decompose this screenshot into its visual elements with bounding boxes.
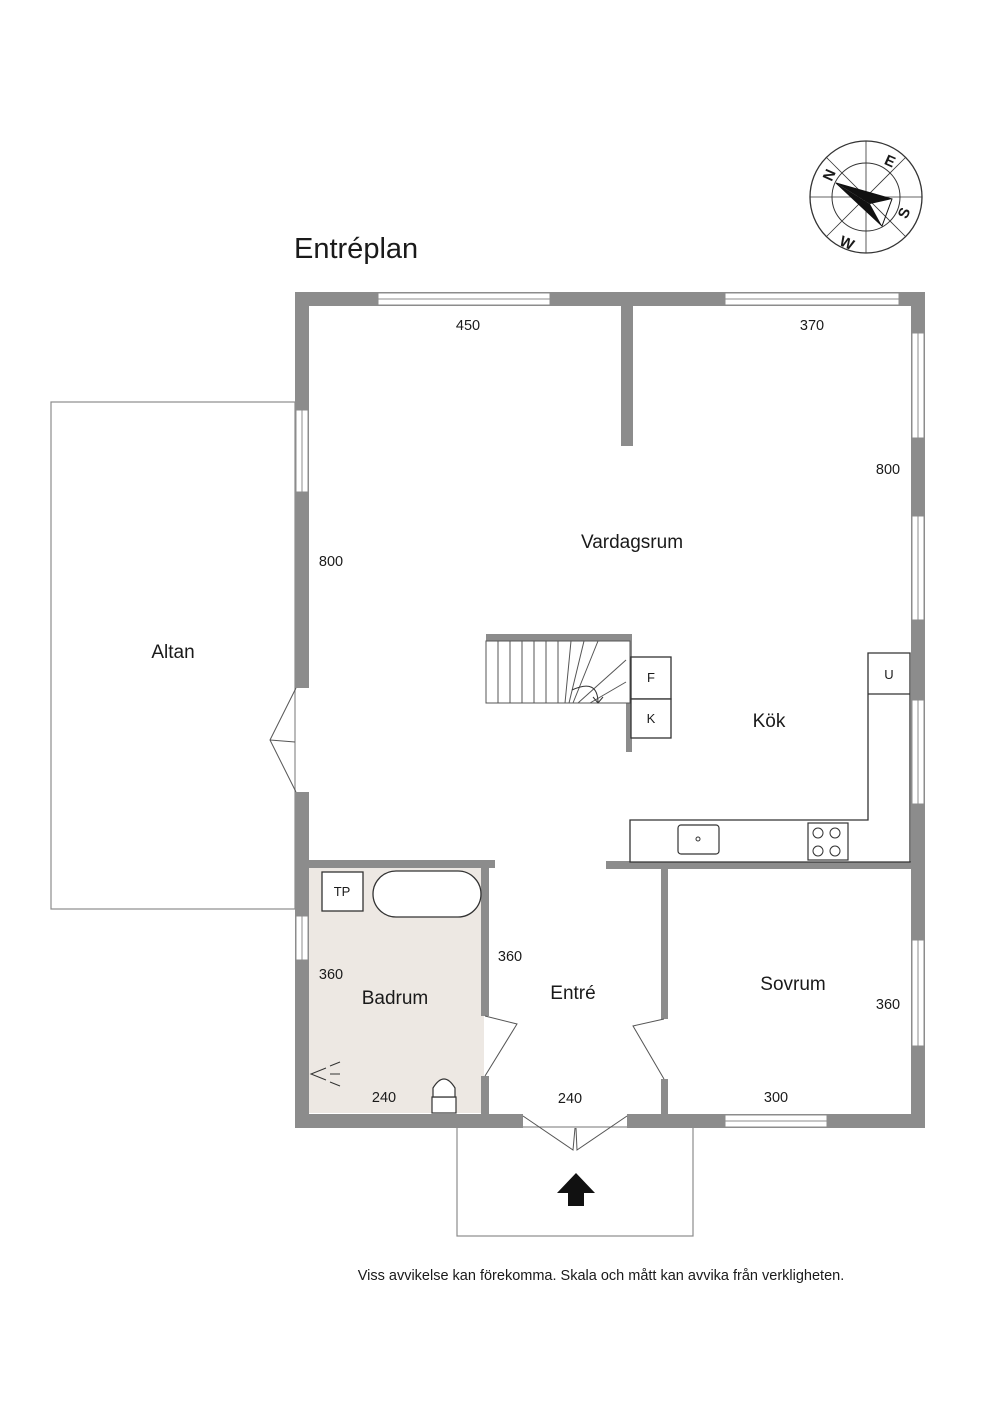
room-sovrum: Sovrum xyxy=(760,974,825,995)
fridge-label: F xyxy=(647,670,655,685)
dim-entre-side: 360 xyxy=(498,949,522,965)
room-vardagsrum: Vardagsrum xyxy=(581,532,683,553)
doors xyxy=(269,687,665,1151)
staircase xyxy=(485,634,631,704)
plan-title: Entréplan xyxy=(294,233,418,265)
dim-sovrum-bottom: 300 xyxy=(764,1090,788,1106)
freezer-label: K xyxy=(647,711,656,726)
shower-icon xyxy=(309,1061,341,1087)
compass-icon: N E S W xyxy=(809,140,923,254)
washer xyxy=(321,871,364,912)
sink-icon xyxy=(677,824,720,855)
dim-left-main: 800 xyxy=(319,554,343,570)
room-badrum: Badrum xyxy=(362,988,429,1009)
dim-badrum-side: 360 xyxy=(319,967,343,983)
windows xyxy=(295,292,925,1128)
disclaimer: Viss avvikelse kan förekomma. Skala och … xyxy=(358,1268,845,1284)
oven-label: U xyxy=(884,667,893,682)
room-altan: Altan xyxy=(151,642,194,663)
room-kok: Kök xyxy=(753,711,786,732)
stove-icon xyxy=(807,822,849,861)
interior-walls xyxy=(309,306,911,1116)
dim-entre-bottom: 240 xyxy=(558,1091,582,1107)
entrance-landing xyxy=(456,1126,694,1237)
dim-badrum-bottom: 240 xyxy=(372,1090,396,1106)
room-entre: Entré xyxy=(550,983,595,1004)
dim-top-left: 450 xyxy=(456,318,480,334)
toilet-icon xyxy=(431,1078,457,1114)
entrance-arrow-icon xyxy=(557,1173,595,1206)
dim-top-right: 370 xyxy=(800,318,824,334)
washer-label: TP xyxy=(334,884,351,899)
bathtub-icon xyxy=(372,870,482,918)
kitchen-counter xyxy=(629,652,911,863)
fridge xyxy=(630,656,672,700)
dim-sovrum-side: 360 xyxy=(876,997,900,1013)
dim-right-upper: 800 xyxy=(876,462,900,478)
freezer xyxy=(630,698,672,739)
